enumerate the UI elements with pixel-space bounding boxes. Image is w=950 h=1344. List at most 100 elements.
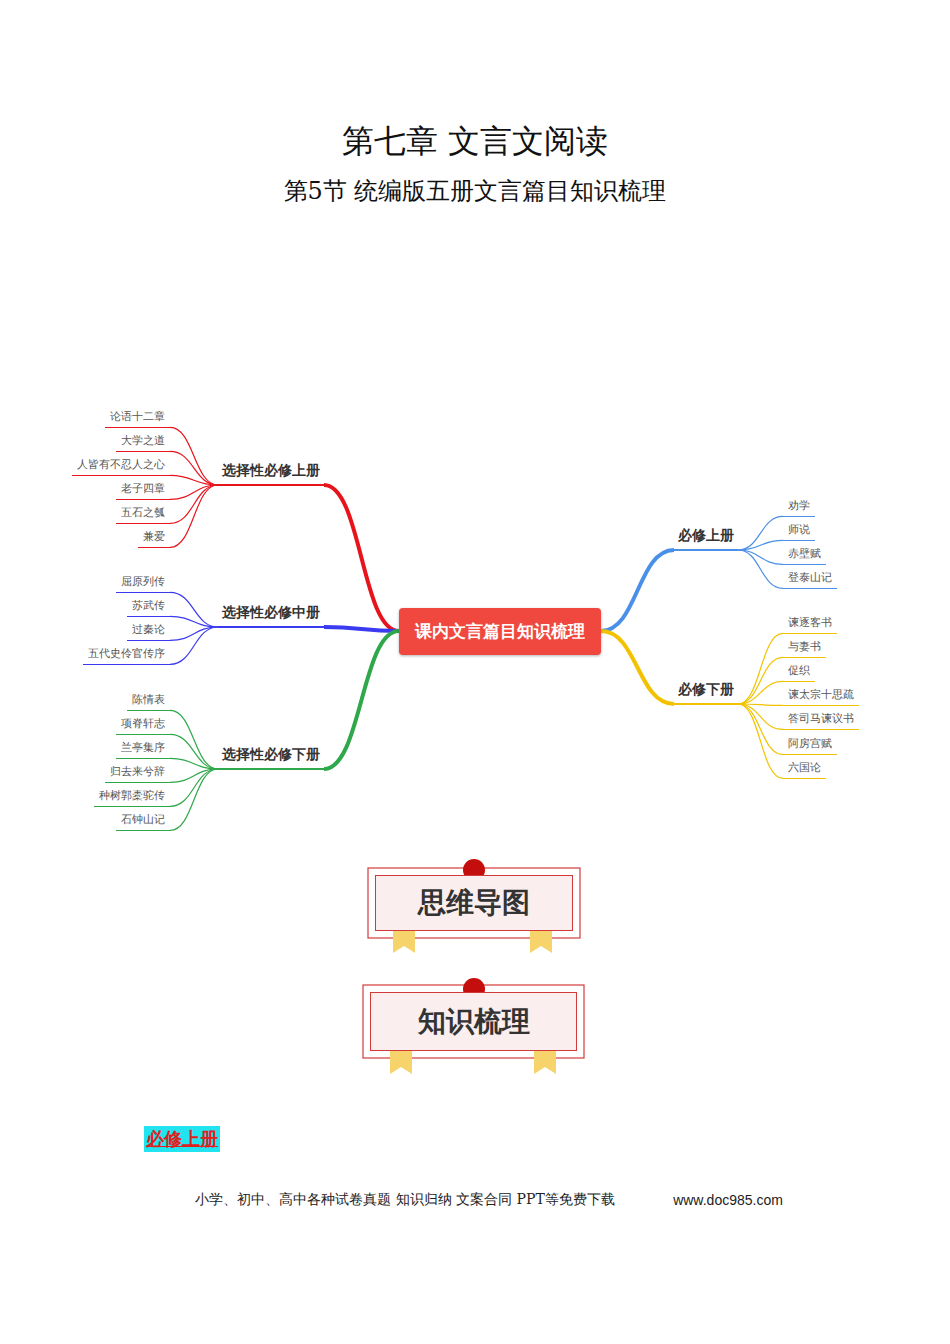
ribbon — [534, 1050, 556, 1074]
leaf-label: 陈情表 — [127, 691, 170, 711]
node-text: 答司马谏议书 — [788, 711, 854, 726]
leaf-label: 与妻书 — [783, 638, 826, 658]
leaf-label: 阿房宫赋 — [783, 735, 837, 755]
sub-branch — [738, 704, 783, 729]
sub-branch — [170, 769, 218, 830]
sub-branch — [738, 681, 783, 704]
branch-label: 选择性必修下册 — [218, 744, 324, 770]
sub-branch — [738, 657, 783, 704]
badge-frame — [368, 868, 580, 938]
node-text: 六国论 — [788, 760, 821, 775]
node-text: 苏武传 — [132, 598, 165, 613]
node-text: 陈情表 — [132, 692, 165, 707]
node-text: 谏太宗十思疏 — [788, 687, 854, 702]
leaf-label: 种树郭橐驼传 — [94, 787, 170, 807]
leaf-label: 五代史伶官传序 — [83, 645, 170, 665]
leaf-label: 五石之瓠 — [116, 504, 170, 524]
branch-label: 必修下册 — [674, 679, 738, 705]
node-text: 石钟山记 — [121, 812, 165, 827]
leaf-label: 兼爱 — [138, 528, 170, 548]
section-tag: 必修上册 — [144, 1126, 220, 1152]
badge-box: 知识梳理 — [363, 985, 584, 1058]
branch-label: 选择性必修上册 — [218, 460, 324, 486]
leaf-label: 石钟山记 — [116, 811, 170, 831]
leaf-label: 大学之道 — [116, 432, 170, 452]
sub-branch — [170, 485, 218, 547]
sub-branch — [170, 475, 218, 485]
sub-branch — [170, 427, 218, 485]
leaf-label: 谏逐客书 — [783, 614, 837, 634]
sub-branch — [738, 633, 783, 704]
main-branch — [324, 631, 399, 769]
footer-url: www.doc985.com — [673, 1192, 783, 1208]
node-text: 选择性必修中册 — [222, 604, 320, 622]
leaf-label: 答司马谏议书 — [783, 710, 859, 730]
sub-branch — [170, 592, 218, 627]
sub-branch — [170, 616, 218, 627]
leaf-label: 项脊轩志 — [116, 715, 170, 735]
leaf-label: 苏武传 — [127, 597, 170, 617]
node-text: 选择性必修上册 — [222, 462, 320, 480]
page-title: 第七章 文言文阅读 — [0, 120, 950, 164]
leaf-label: 人皆有不忍人之心 — [72, 456, 170, 476]
sub-branch — [170, 710, 218, 769]
badge-frame — [363, 985, 584, 1058]
main-branch — [324, 485, 399, 631]
ribbon — [390, 1050, 412, 1074]
leaf-label: 老子四章 — [116, 480, 170, 500]
sub-branch — [170, 451, 218, 485]
leaf-label: 过秦论 — [127, 621, 170, 641]
node-text: 劝学 — [788, 498, 810, 513]
leaf-label: 促织 — [783, 662, 815, 682]
sub-branch — [738, 704, 783, 754]
node-text: 谏逐客书 — [788, 615, 832, 630]
sub-branch — [170, 758, 218, 769]
leaf-label: 兰亭集序 — [116, 739, 170, 759]
node-text: 过秦论 — [132, 622, 165, 637]
node-text: 必修下册 — [678, 681, 734, 699]
node-text: 论语十二章 — [110, 409, 165, 424]
node-text: 课内文言篇目知识梳理 — [415, 620, 585, 643]
sub-branch — [738, 516, 783, 550]
sub-branch — [170, 627, 218, 640]
leaf-label: 归去来兮辞 — [105, 763, 170, 783]
node-text: 赤壁赋 — [788, 546, 821, 561]
main-branch — [324, 627, 399, 631]
node-text: 种树郭橐驼传 — [99, 788, 165, 803]
node-text: 屈原列传 — [121, 574, 165, 589]
leaf-label: 谏太宗十思疏 — [783, 686, 859, 706]
node-text: 项脊轩志 — [121, 716, 165, 731]
branch-label: 选择性必修中册 — [218, 602, 324, 628]
node-text: 老子四章 — [121, 481, 165, 496]
node-text: 大学之道 — [121, 433, 165, 448]
footer-note: 小学、初中、高中各种试卷真题 知识归纳 文案合同 PPT等免费下载 — [195, 1191, 615, 1209]
leaf-label: 六国论 — [783, 759, 826, 779]
node-text: 阿房宫赋 — [788, 736, 832, 751]
node-text: 必修上册 — [146, 1127, 218, 1151]
node-text: 登泰山记 — [788, 570, 832, 585]
node-text: 与妻书 — [788, 639, 821, 654]
node-text: 人皆有不忍人之心 — [77, 457, 165, 472]
node-text: 知识梳理 — [418, 1003, 530, 1041]
root-box: 课内文言篇目知识梳理 — [399, 608, 601, 655]
sub-branch — [738, 550, 783, 564]
sub-branch — [738, 550, 783, 588]
badge-box: 思维导图 — [368, 868, 580, 938]
sub-branch — [170, 734, 218, 769]
leaf-label: 劝学 — [783, 497, 815, 517]
node-text: 兼爱 — [143, 529, 165, 544]
node-text: 选择性必修下册 — [222, 746, 320, 764]
node-text: 五代史伶官传序 — [88, 646, 165, 661]
ribbon — [393, 930, 415, 953]
ribbon — [530, 930, 552, 953]
leaf-label: 屈原列传 — [116, 573, 170, 593]
node-text: 归去来兮辞 — [110, 764, 165, 779]
node-text: 师说 — [788, 522, 810, 537]
main-branch — [601, 550, 674, 631]
node-text: 兰亭集序 — [121, 740, 165, 755]
leaf-label: 登泰山记 — [783, 569, 837, 589]
main-branch — [601, 631, 674, 704]
leaf-label: 师说 — [783, 521, 815, 541]
sub-branch — [170, 627, 218, 664]
node-text: 思维导图 — [418, 884, 530, 922]
